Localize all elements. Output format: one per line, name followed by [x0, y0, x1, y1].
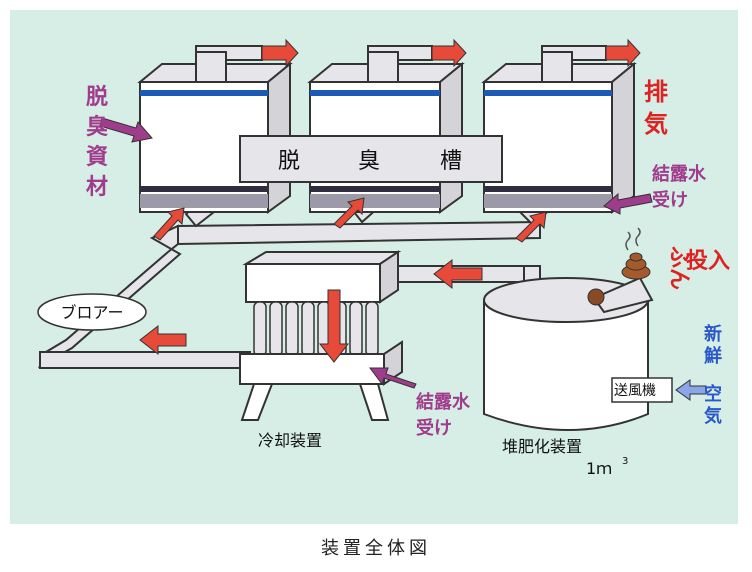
volume-label: 1ｍ: [586, 459, 612, 478]
riser-arrow-3: [515, 211, 547, 243]
condensate-band: [140, 194, 268, 208]
condensate-band: [484, 194, 612, 208]
fresh-air-label-4: 気: [704, 405, 722, 427]
filter-band: [310, 90, 440, 96]
plain-labels: ブロアー 送風機 冷却装置 堆肥化装置 1ｍ 3: [37, 293, 656, 478]
condensate-top-label-2: 受け: [652, 189, 688, 211]
exhaust-arrow-3: [605, 38, 641, 68]
fan-label: 送風機: [614, 383, 656, 399]
material-label-3: 資: [86, 144, 108, 170]
chimney-3: [541, 51, 573, 83]
top-manifold-pipe: [177, 220, 541, 246]
exhaust-label-1: 排: [644, 78, 668, 106]
bottom-return-pipe: [39, 351, 251, 369]
fresh-air-label-2: 鮮: [704, 345, 722, 367]
manure-icon: [621, 227, 651, 280]
condensate-bottom-pointer: [369, 367, 417, 389]
blower-flow-arrow: [139, 324, 187, 356]
flow-arrows: [139, 38, 641, 363]
condensate-band: [310, 194, 440, 208]
filter-band: [484, 90, 612, 96]
composter-flow-arrow: [433, 258, 483, 290]
composter: [483, 227, 673, 431]
filter-band: [140, 90, 268, 96]
riser-arrow-2: [333, 197, 365, 229]
blower-label: ブロアー: [60, 303, 123, 322]
fresh-air-arrow: [675, 379, 707, 401]
tank-label-2: 臭: [358, 149, 380, 174]
tank-2: [307, 45, 465, 214]
exhaust-arrow-2: [431, 38, 467, 68]
condensate-top-pointer: [603, 192, 653, 215]
material-label-4: 材: [86, 175, 108, 200]
condensate-bottom-label-2: 受け: [416, 417, 452, 439]
volume-exponent: 3: [622, 456, 628, 467]
fan-box: [611, 377, 673, 403]
cooling-unit-label: 冷却装置: [258, 431, 322, 450]
chimney-2: [367, 51, 399, 83]
cooling-down-arrow: [318, 289, 350, 363]
manure-input-label-2: 投入: [686, 249, 730, 274]
diagram-caption: 装置全体図: [321, 538, 431, 559]
pointer-arrows: [99, 117, 653, 389]
blower-badge: [37, 293, 147, 331]
composter-label: 堆肥化装置: [502, 437, 582, 456]
exhaust-arrow-1: [261, 38, 299, 68]
labels: 脱 臭 資 材 排 気 結露水 受け ふん 投入 新 鮮 空 気 結露水 受け: [86, 78, 730, 439]
exhaust-label-2: 気: [644, 110, 668, 138]
tank-label-1: 脱: [278, 149, 300, 174]
riser-arrow-1: [153, 207, 185, 241]
manure-chute: [592, 276, 654, 314]
cooling-unit: [239, 250, 403, 421]
tank-3: [481, 45, 637, 214]
manure-input-label-1: ふん: [666, 246, 691, 290]
chimney-1: [195, 51, 227, 83]
tank-label-3: 槽: [440, 149, 462, 174]
tank-1: [137, 45, 293, 214]
fresh-air-label-1: 新: [704, 323, 722, 345]
material-label-1: 脱: [86, 85, 108, 110]
tank-label-bar: [239, 135, 503, 183]
fresh-air-label-3: 空: [704, 383, 722, 405]
deodorization-tanks: [137, 45, 637, 214]
condensate-bottom-label-1: 結露水: [416, 391, 471, 413]
material-label-2: 臭: [86, 114, 108, 140]
material-pointer: [99, 117, 153, 143]
condensate-top-label-1: 結露水: [652, 163, 707, 185]
